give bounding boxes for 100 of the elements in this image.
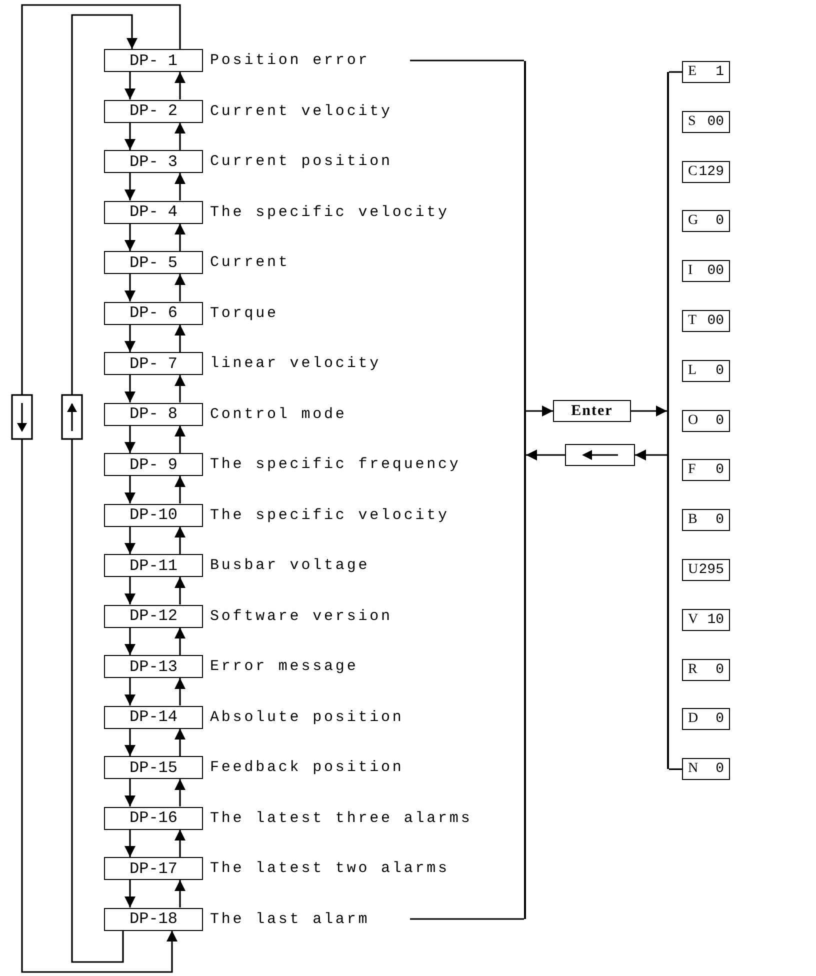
arrow: [124, 678, 136, 706]
parameter-value: 10: [707, 612, 724, 627]
key-box: [553, 400, 631, 422]
parameter-box: [682, 708, 730, 730]
menu-label: linear velocity: [210, 355, 382, 373]
arrow: [174, 224, 186, 251]
arrow: [124, 324, 136, 352]
menu-box: [104, 200, 203, 224]
arrow: [174, 426, 186, 453]
parameter-value: 129: [698, 164, 724, 179]
parameter-box: [682, 559, 730, 581]
arrow: [174, 779, 186, 806]
parameter-letter: R: [688, 662, 698, 677]
parameter-value: 0: [716, 414, 724, 428]
menu-code: DP- 3: [129, 154, 178, 170]
parameter-box: [682, 110, 730, 133]
arrow: [124, 779, 136, 806]
menu-label: The last alarm: [210, 910, 370, 928]
menu-box: [104, 302, 203, 324]
menu-label: The latest two alarms: [210, 860, 450, 878]
arrow: [124, 122, 136, 150]
menu-label: Feedback position: [210, 759, 404, 777]
parameter-value: 0: [716, 463, 724, 478]
menu-label: Absolute position: [210, 708, 404, 726]
menu-box: [104, 150, 203, 173]
arrow: [174, 72, 186, 100]
bus-line: [524, 60, 526, 919]
bus-line: [667, 72, 669, 770]
menu-box: [104, 908, 203, 930]
arrow: [124, 880, 136, 908]
arrow: [635, 450, 667, 460]
parameter-box: [682, 608, 730, 631]
arrow: [631, 406, 667, 416]
arrow: [124, 274, 136, 302]
parameter-letter: L: [688, 364, 697, 378]
arrow: [124, 728, 136, 756]
arrow: [124, 173, 136, 200]
arrow: [71, 14, 138, 963]
menu-label: The latest three alarms: [210, 810, 472, 828]
arrow: [174, 728, 186, 756]
menu-box: [104, 806, 203, 830]
arrow: [174, 880, 186, 908]
arrow: [174, 324, 186, 352]
parameter-box: [682, 360, 730, 382]
arrow: [174, 830, 186, 857]
menu-code: DP-14: [129, 709, 178, 725]
menu-box: [104, 857, 203, 880]
menu-label: The specific velocity: [210, 506, 450, 524]
menu-label: Busbar voltage: [210, 557, 370, 575]
menu-box: [104, 100, 203, 122]
parameter-value: 00: [707, 264, 724, 278]
parameter-value: 0: [716, 662, 724, 677]
menu-label: Control mode: [210, 406, 347, 424]
menu-label: Current: [210, 254, 290, 272]
parameter-letter: O: [688, 414, 698, 428]
arrow: [174, 274, 186, 302]
arrow: [124, 628, 136, 655]
menu-code: DP- 1: [129, 52, 178, 68]
menu-box: [104, 453, 203, 476]
menu-code: DP-12: [129, 608, 178, 624]
parameter-letter: C: [688, 164, 698, 179]
menu-label: The specific frequency: [210, 456, 461, 474]
arrow: [21, 4, 181, 973]
parameter-box: [682, 658, 730, 681]
parameter-letter: F: [688, 463, 696, 478]
parameter-box: [682, 160, 730, 183]
menu-box: [104, 554, 203, 577]
key-box: [565, 444, 635, 466]
menu-label: The specific velocity: [210, 204, 450, 222]
key-label: Enter: [571, 404, 613, 418]
parameter-box: [682, 210, 730, 232]
parameter-value: 0: [716, 762, 724, 776]
parameter-value: 00: [707, 314, 724, 328]
menu-box: [104, 352, 203, 375]
menu-code: DP-11: [129, 558, 178, 574]
menu-code: DP-16: [129, 810, 178, 826]
menu-box: [104, 251, 203, 274]
menu-label: Current velocity: [210, 102, 392, 120]
menu-code: DP- 7: [129, 356, 178, 372]
menu-code: DP-17: [129, 860, 178, 876]
arrow: [124, 375, 136, 402]
menu-label: Software version: [210, 608, 392, 626]
parameter-letter: N: [688, 762, 698, 776]
parameter-box: [682, 459, 730, 482]
menu-code: DP- 8: [129, 406, 178, 422]
parameter-value: 0: [716, 214, 724, 228]
parameter-box: [682, 310, 730, 332]
parameter-value: 0: [716, 364, 724, 378]
arrow: [174, 173, 186, 200]
menu-code: DP- 6: [129, 305, 178, 321]
menu-code: DP- 2: [129, 103, 178, 119]
parameter-value: 0: [716, 513, 724, 528]
arrow: [174, 678, 186, 706]
arrow: [174, 375, 186, 402]
parameter-value: 1: [716, 65, 724, 79]
parameter-letter: I: [688, 264, 693, 278]
menu-label: Current position: [210, 153, 392, 171]
parameter-letter: E: [688, 65, 697, 79]
arrow: [124, 830, 136, 857]
parameter-letter: U: [688, 563, 698, 577]
